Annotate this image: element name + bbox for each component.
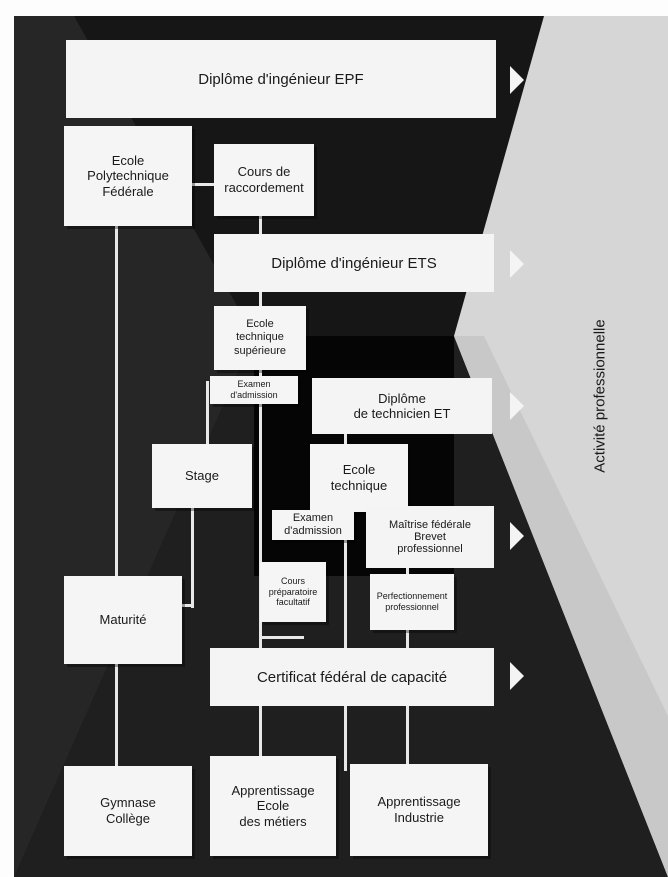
bridging-course-box: Cours de raccordement [214,144,314,216]
diploma-epf-bar: Diplôme d'ingénieur EPF [66,40,496,118]
admission-exam-et-label: Examen d'admission [284,511,342,537]
connector-line [344,431,347,771]
internship-label: Stage [185,468,219,484]
connector-line [179,604,194,607]
connector-line [115,206,118,776]
school-apprenticeship-box: Apprentissage Ecole des métiers [210,756,336,856]
internship-box: Stage [152,444,252,508]
professional-development-label: Perfectionnement professionnel [376,591,448,612]
arrow-icon [510,66,524,94]
diagram-frame: Diplôme d'ingénieur EPF Ecole Polytechni… [14,16,668,877]
maturity-label: Maturité [99,612,147,628]
connector-line [206,381,209,461]
arrow-icon [510,250,524,278]
right-wall-shade [454,336,668,877]
professional-activity-label: Activité professionnelle [591,319,609,473]
bridging-course-label: Cours de raccordement [224,164,304,195]
connector-line [259,216,262,766]
federal-certificate-bar: Certificat fédéral de capacité [210,648,494,706]
arrow-icon [510,662,524,690]
diploma-et-label: Diplôme de technicien ET [353,391,451,421]
admission-exam-ets-label: Examen d'admission [230,379,278,400]
diploma-ets-label: Diplôme d'ingénieur ETS [271,254,437,272]
admission-exam-et-box: Examen d'admission [272,510,354,540]
epf-school-box: Ecole Polytechnique Fédérale [64,126,192,226]
master-craftsman-bar: Maîtrise fédérale Brevet professionnel [366,506,494,568]
maturity-box: Maturité [64,576,182,664]
connector-line [182,183,214,186]
high-school-label: Gymnase Collège [100,795,156,826]
ets-school-label: Ecole technique supérieure [234,318,286,357]
floor-wall [14,336,668,877]
ets-school-box: Ecole technique supérieure [214,306,306,370]
diploma-epf-label: Diplôme d'ingénieur EPF [198,70,364,88]
admission-exam-ets-box: Examen d'admission [210,376,298,404]
industry-apprenticeship-label: Apprentissage Industrie [377,794,461,825]
master-craftsman-label: Maîtrise fédérale Brevet professionnel [389,519,471,555]
preparatory-course-label: Cours préparatoire facultatif [268,575,318,608]
preparatory-course-box: Cours préparatoire facultatif [260,562,326,622]
epf-school-label: Ecole Polytechnique Fédérale [87,152,169,199]
federal-certificate-label: Certificat fédéral de capacité [256,668,448,686]
diploma-ets-bar: Diplôme d'ingénieur ETS [214,234,494,292]
high-school-box: Gymnase Collège [64,766,192,856]
arrow-icon [510,522,524,550]
connector-line [259,636,304,639]
industry-apprenticeship-box: Apprentissage Industrie [350,764,488,856]
arrow-icon [510,392,524,420]
connector-line [191,458,194,608]
diploma-et-bar: Diplôme de technicien ET [312,378,492,434]
technical-school-label: Ecole technique [330,462,388,493]
professional-development-box: Perfectionnement professionnel [370,574,454,630]
school-apprenticeship-label: Apprentissage Ecole des métiers [231,782,315,829]
technical-school-box: Ecole technique [310,444,408,512]
